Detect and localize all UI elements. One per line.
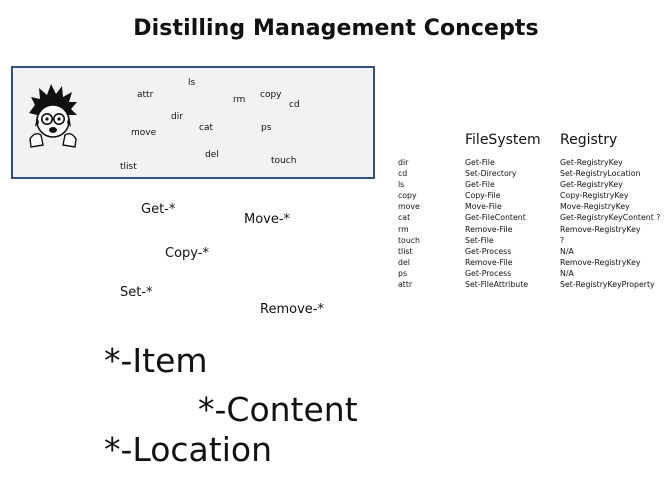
table-cell-filesystem-cmdlet: Get-File: [465, 158, 495, 167]
table-cell-registry-cmdlet: Get-RegistryKey: [560, 158, 623, 167]
command-word-attr: attr: [137, 90, 154, 100]
table-cell-registry-cmdlet: Set-RegistryKeyProperty: [560, 280, 655, 290]
noun-item: *-Item: [104, 341, 208, 380]
table-cell-filesystem-cmdlet: Move-File: [465, 202, 502, 212]
frazzled-face-icon: [29, 84, 77, 148]
command-word-touch: touch: [271, 156, 297, 166]
table-cell-filesystem-cmdlet: Set-Directory: [465, 169, 517, 179]
command-word-ps: ps: [261, 123, 272, 133]
verb-remove: Remove-*: [260, 302, 324, 317]
table-cell-filesystem-cmdlet: Get-Process: [465, 246, 512, 256]
command-word-cat: cat: [199, 123, 213, 133]
table-cell-registry-cmdlet: ?: [560, 235, 565, 245]
verb-set: Set-*: [120, 285, 153, 300]
table-cell-filesystem-cmdlet: Get-File: [465, 180, 495, 190]
verb-get: Get-*: [141, 202, 176, 217]
table-cell-registry-cmdlet: N/A: [560, 268, 574, 278]
table-cell-filesystem-cmdlet: Remove-File: [465, 224, 513, 234]
table-cell-command: move: [398, 202, 420, 212]
table-row: tlist Get-Process N/A: [398, 246, 668, 257]
table-cell-command: del: [398, 257, 410, 267]
table-cell-command: rm: [398, 224, 409, 234]
table-row: attr Set-FileAttribute Set-RegistryKeyProp…: [398, 279, 668, 290]
verb-copy: Copy-*: [165, 246, 209, 261]
command-word-del: del: [205, 150, 219, 160]
command-word-cd: cd: [289, 100, 300, 110]
table-cell-command: copy: [398, 191, 417, 201]
table-cell-registry-cmdlet: N/A: [560, 246, 574, 256]
table-row: del Remove-File Remove-RegistryKey: [398, 257, 668, 268]
command-word-dir: dir: [171, 112, 183, 122]
table-cell-command: tlist: [398, 246, 413, 256]
table-cell-command: ls: [398, 180, 405, 190]
command-word-ls: ls: [188, 78, 196, 88]
table-cell-registry-cmdlet: Remove-RegistryKey: [560, 224, 641, 234]
table-row: dir Get-File Get-RegistryKey: [398, 157, 668, 168]
header-filesystem: FileSystem: [465, 132, 541, 148]
command-word-rm: rm: [233, 95, 246, 105]
table-row: copy Copy-File Copy-RegistryKey: [398, 190, 668, 201]
table-row: touch Set-File?: [398, 235, 668, 246]
table-cell-registry-cmdlet: Set-RegistryLocation: [560, 169, 641, 179]
noun-content: *-Content: [198, 390, 358, 429]
table-cell-command: dir: [398, 158, 409, 167]
header-registry: Registry: [560, 132, 618, 148]
verb-move: Move-*: [244, 212, 291, 227]
table-cell-command: cd: [398, 169, 408, 179]
table-row: rm Remove-File Remove-RegistryKey: [398, 224, 668, 235]
command-word-tlist: tlist: [120, 162, 137, 172]
table-cell-command: attr: [398, 280, 413, 290]
table-row: ls Get-File Get-RegistryKey: [398, 179, 668, 190]
command-words-box: ls attr rm copy cd dir cat ps move del t…: [11, 66, 375, 179]
table-cell-registry-cmdlet: Get-RegistryKeyContent ?: [560, 213, 661, 223]
table-cell-registry-cmdlet: Get-RegistryKey: [560, 180, 623, 190]
table-cell-command: cat: [398, 213, 411, 223]
table-cell-filesystem-cmdlet: Get-FileContent: [465, 213, 526, 223]
command-word-copy: copy: [260, 90, 282, 100]
table-cell-filesystem-cmdlet: Get-Process: [465, 268, 512, 278]
table-cell-registry-cmdlet: Move-RegistryKey: [560, 202, 630, 212]
table-cell-filesystem-cmdlet: Copy-File: [465, 191, 501, 201]
table-cell-filesystem-cmdlet: Set-File: [465, 235, 494, 245]
table-cell-filesystem-cmdlet: Set-FileAttribute: [465, 280, 529, 290]
table-row: cd Set-Directory Set-RegistryLocation: [398, 168, 668, 179]
table-cell-command: touch: [398, 235, 420, 245]
table-cell-registry-cmdlet: Copy-RegistryKey: [560, 191, 629, 201]
table-cell-command: ps: [398, 268, 408, 278]
table-row: move Move-File Move-RegistryKey: [398, 201, 668, 212]
table-cell-filesystem-cmdlet: Remove-File: [465, 257, 513, 267]
table-row: ps Get-Process N/A: [398, 268, 668, 279]
command-word-move: move: [131, 128, 157, 138]
slide-title: Distilling Management Concepts: [133, 16, 539, 41]
noun-location: *-Location: [104, 430, 272, 469]
table-row: cat Get-FileContent Get-RegistryKeyContent…: [398, 212, 668, 223]
table-cell-registry-cmdlet: Remove-RegistryKey: [560, 257, 641, 267]
